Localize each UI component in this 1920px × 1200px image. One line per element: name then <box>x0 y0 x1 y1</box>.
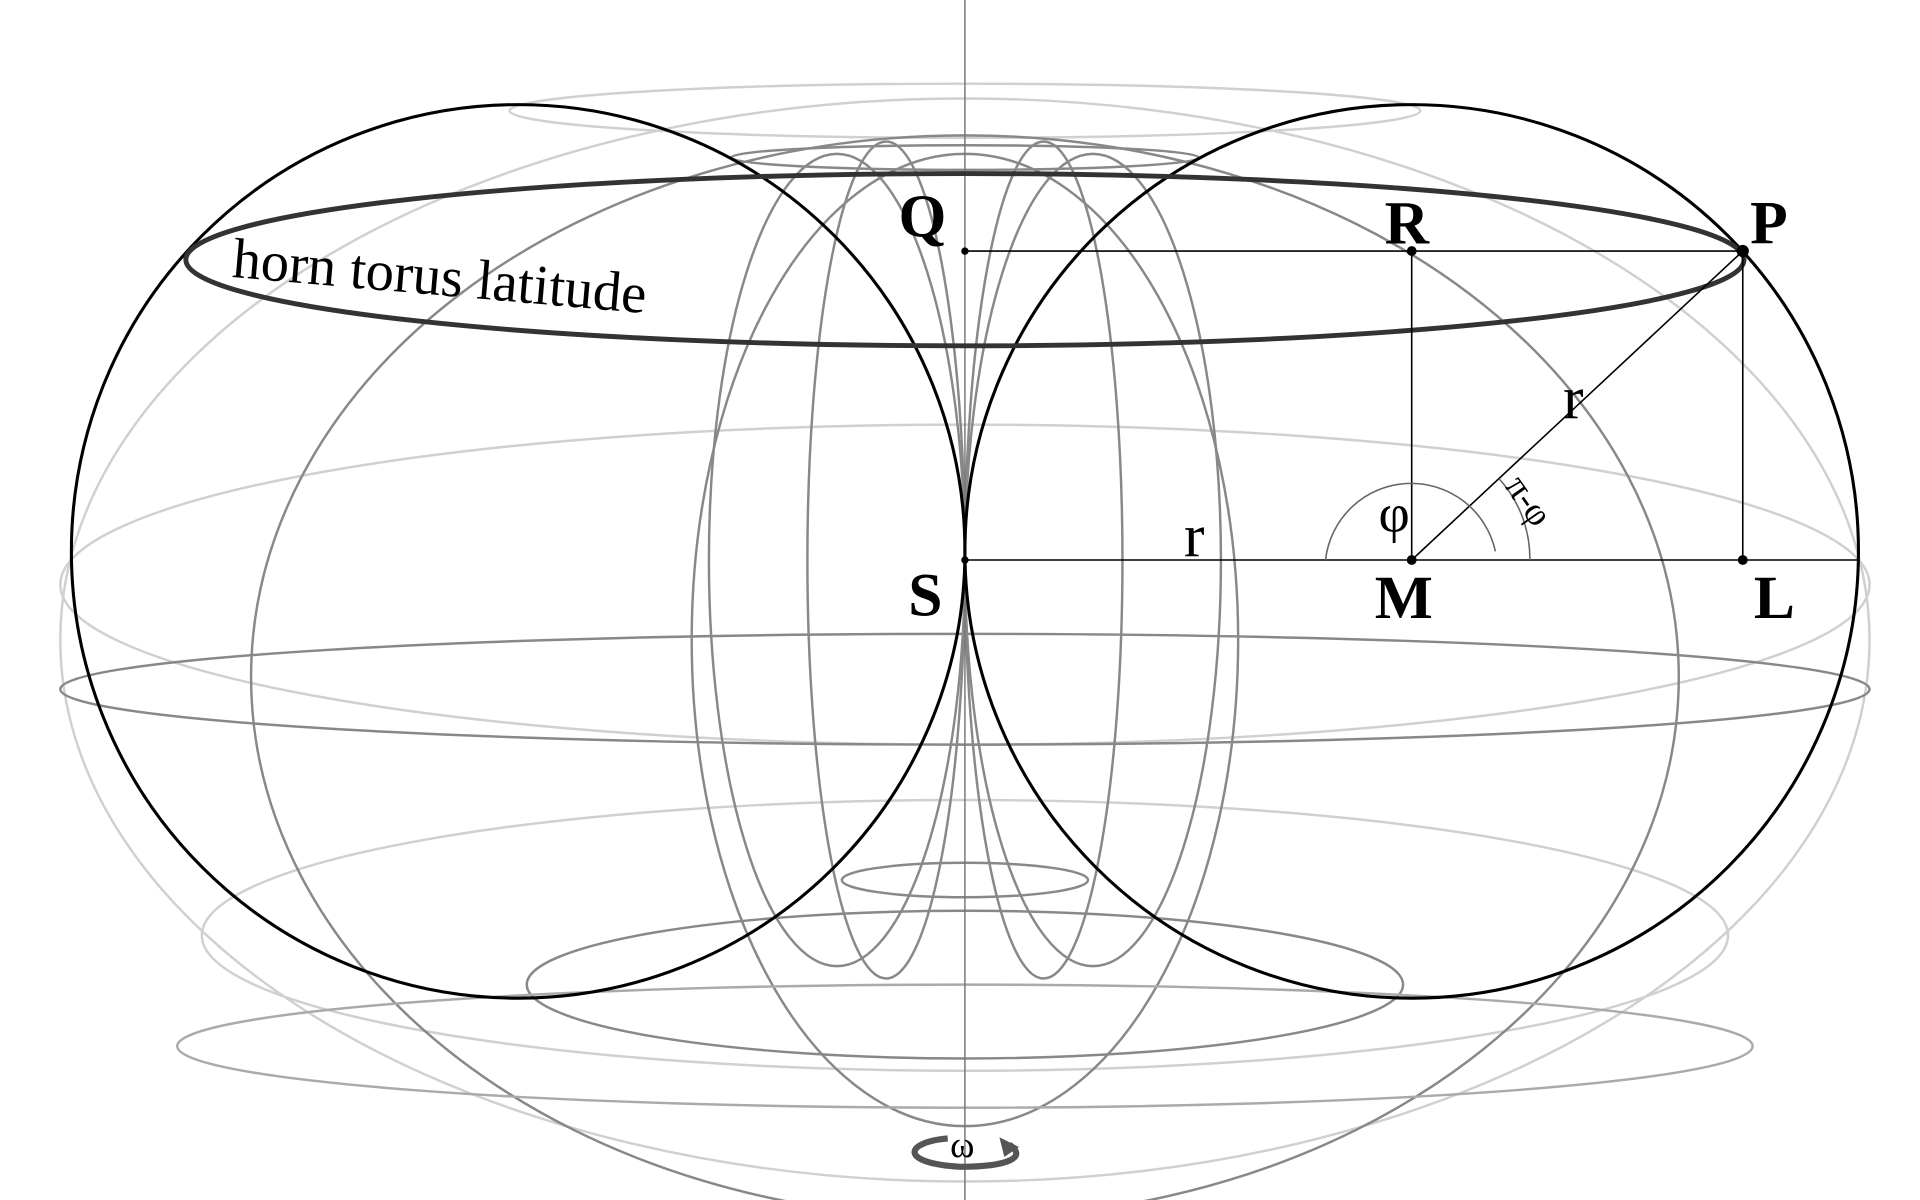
label-M: M <box>1375 564 1433 632</box>
meridian-left-narrow <box>806 140 967 980</box>
latitude-ellipse <box>183 171 1747 349</box>
point-R <box>1406 246 1417 256</box>
rotation-indicator: ω <box>911 1124 1020 1170</box>
point-L <box>1737 555 1748 565</box>
label-L: L <box>1754 564 1795 632</box>
arrowhead-icon <box>999 1137 1020 1157</box>
label-phi: φ <box>1378 484 1409 544</box>
point-Q <box>961 247 969 255</box>
right-circle <box>963 103 1861 1000</box>
label-pi-minus-phi: π-φ <box>1497 467 1561 533</box>
line-MP <box>1411 250 1744 561</box>
angle-arc-phi <box>1324 482 1497 561</box>
cross-section-circles <box>69 103 1861 1000</box>
label-r-diagonal: r <box>1563 364 1584 432</box>
point-S <box>961 556 969 564</box>
point-M <box>1406 555 1417 565</box>
points <box>961 244 1749 565</box>
meridian-left-inner <box>707 152 967 968</box>
label-Q: Q <box>898 182 946 250</box>
rotation-arrow-icon <box>911 1135 1020 1170</box>
label-omega: ω <box>950 1124 974 1165</box>
label-P: P <box>1750 190 1788 258</box>
label-r-horizontal: r <box>1184 502 1205 570</box>
construction-lines <box>964 250 1859 561</box>
label-R: R <box>1385 190 1430 258</box>
label-S: S <box>908 561 942 629</box>
point-P <box>1736 244 1749 258</box>
angle-arc-pi-minus-phi <box>1498 478 1531 561</box>
